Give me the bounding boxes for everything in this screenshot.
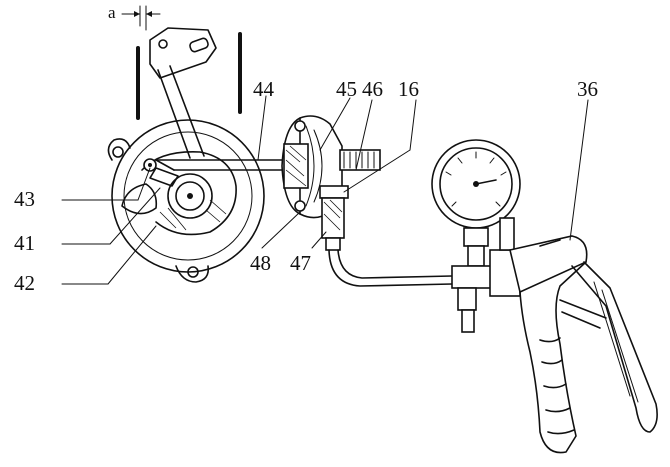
dimension-a: a	[108, 3, 161, 31]
callout-45: 45	[336, 77, 357, 101]
callout-48: 48	[250, 251, 271, 275]
vacuum-hose	[328, 249, 453, 287]
callout-47: 47	[290, 251, 311, 275]
callout-44: 44	[253, 77, 275, 101]
pointer-arm	[149, 27, 217, 159]
scale-bars	[136, 32, 242, 120]
callout-46: 46	[362, 77, 383, 101]
callout-36: 36	[577, 77, 598, 101]
callout-41: 41	[14, 231, 35, 255]
callout-16: 16	[398, 77, 419, 101]
vacuum-unit	[281, 115, 381, 251]
callout-43: 43	[14, 187, 35, 211]
callout-42: 42	[14, 271, 35, 295]
callout-labels: 44 45 46 16 36 43 41 42 48 47	[14, 77, 598, 295]
distributor-housing	[107, 119, 265, 283]
leader-lines	[61, 95, 589, 285]
pull-rod	[155, 159, 283, 171]
hand-pump	[451, 217, 658, 454]
dimension-a-label: a	[108, 3, 116, 22]
vacuum-gauge	[431, 139, 521, 267]
